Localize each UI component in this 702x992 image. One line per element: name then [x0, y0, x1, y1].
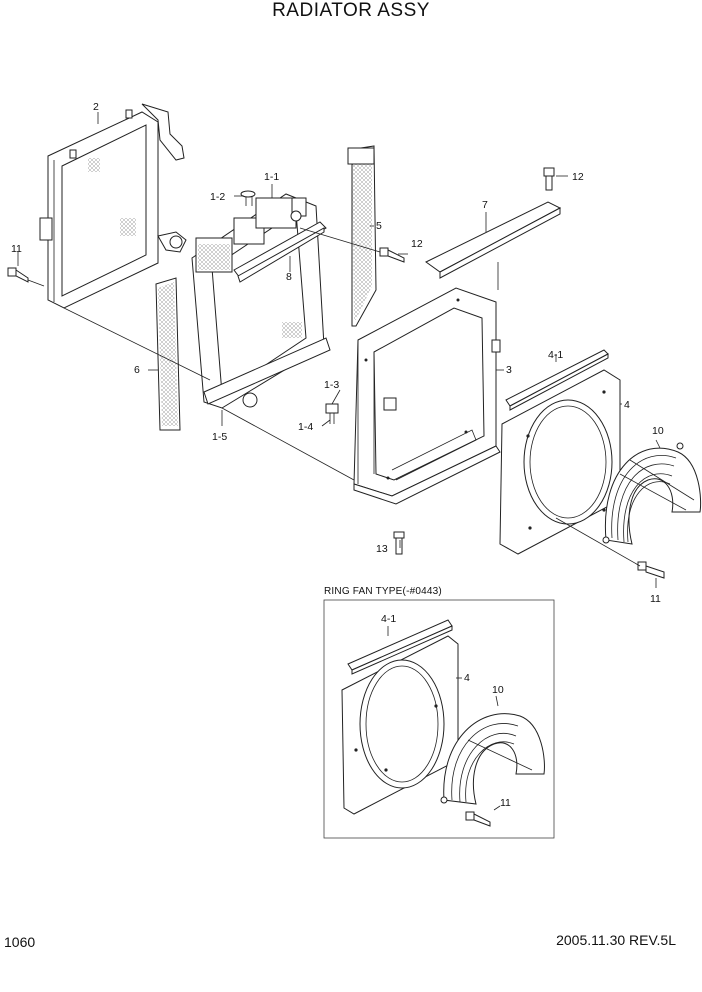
callout-12-upper: 12 [572, 171, 584, 183]
leader-lines [17, 112, 661, 588]
callout-4-1: 4-1 [548, 349, 563, 361]
oil-cooler-part-2 [39, 103, 187, 309]
callout-11-left: 11 [11, 243, 22, 255]
bolt-part-13 [393, 531, 405, 555]
callout-8: 8 [286, 271, 292, 283]
callout-6: 6 [134, 364, 140, 376]
fan-guard-part-10 [602, 442, 702, 545]
callout-2: 2 [93, 101, 99, 113]
radiator-core-part-1-1 [191, 190, 331, 409]
callout-1-5: 1-5 [212, 431, 227, 443]
page-number: 1060 [4, 934, 36, 950]
shroud-frame-part-3 [353, 287, 501, 505]
callout-1-2: 1-2 [210, 191, 225, 203]
inset-callout-10: 10 [492, 684, 504, 696]
callout-1-1: 1-1 [264, 171, 279, 183]
bolt-part-12-mid [379, 247, 405, 263]
top-cover-part-7 [425, 201, 562, 279]
fan-shroud-part-4 [499, 369, 621, 555]
callout-13: 13 [376, 543, 388, 555]
callout-1-4: 1-4 [298, 421, 313, 433]
revision-date: 2005.11.30 REV.5L [556, 932, 676, 948]
stay-bar-part-8 [233, 221, 327, 283]
callout-10: 10 [652, 425, 664, 437]
bolt-part-11-right [637, 561, 665, 579]
inset-callout-11: 11 [500, 797, 511, 809]
ring-fan-inset [323, 599, 555, 839]
seal-part-6 [155, 277, 181, 431]
callout-12-mid: 12 [411, 238, 423, 250]
callout-3: 3 [506, 364, 512, 376]
page-title: RADIATOR ASSY [272, 0, 430, 21]
callout-4: 4 [624, 399, 630, 411]
callout-7: 7 [482, 199, 488, 211]
drain-cock-part-1-3 [325, 403, 339, 424]
inset-callout-4: 4 [464, 672, 470, 684]
callout-1-3: 1-3 [324, 379, 339, 391]
bolt-part-12-upper [543, 167, 555, 191]
callout-5: 5 [376, 220, 382, 232]
inset-title: RING FAN TYPE(-#0443) [324, 586, 442, 597]
bolt-part-11-left [7, 267, 29, 283]
inset-callout-4-1: 4-1 [381, 613, 396, 625]
seal-part-4-1 [505, 349, 609, 411]
callout-11-right: 11 [650, 593, 661, 605]
seal-part-5 [347, 145, 377, 327]
